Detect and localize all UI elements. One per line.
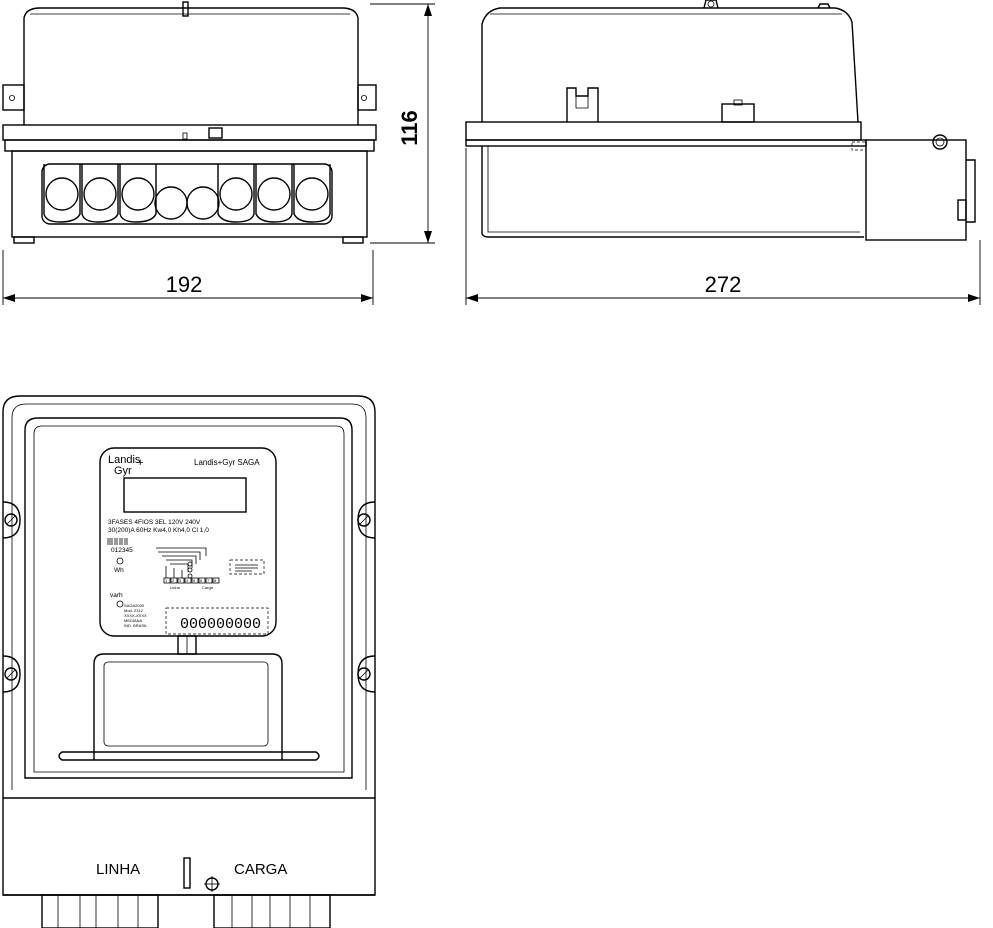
right-ear (357, 84, 377, 111)
front-face-view: Landis Gyr + Landis+Gyr SAGA 3FASES 4FIO… (2, 395, 376, 928)
info-line-5: IND. BRASIL (124, 623, 148, 628)
info-line-1: SAGA2000 (124, 603, 145, 608)
spec-line-2: 30(200)A 60Hz Kw4,0 Kh4,0 Cl 1,0 (108, 527, 209, 534)
diagram-terminal-7: 7 (207, 578, 210, 583)
serial-number: 000000000 (180, 616, 261, 633)
base-flange (2, 124, 377, 141)
info-sticker (229, 559, 265, 575)
mount-screws (2, 501, 376, 693)
diagram-terminal-8: 8 (214, 578, 217, 583)
left-ear (2, 84, 25, 111)
cover-slot (183, 857, 191, 889)
brand-plus: + (137, 457, 143, 469)
diagram-terminal-2: 2 (172, 578, 175, 583)
front-width-dimension: 192 (2, 250, 374, 305)
diagram-load-label: Carga (202, 585, 214, 590)
info-line-3: XXXX-XXXX (124, 613, 147, 618)
barcode (107, 538, 128, 545)
terminal-cover: LINHA CARGA (2, 798, 376, 928)
depth-dimension-label: 272 (705, 272, 742, 297)
load-terminal-label: CARGA (234, 861, 287, 878)
seal-post (182, 1, 189, 17)
serial-area (165, 607, 269, 635)
height-dimension: 116 (370, 3, 435, 244)
wh-label: Wh (114, 567, 124, 574)
diagram-terminal-6: 6 (200, 578, 203, 583)
height-dimension-label: 116 (397, 110, 422, 146)
nameplate: Landis Gyr + Landis+Gyr SAGA 3FASES 4FIO… (99, 447, 277, 637)
diagram-terminal-3: 3 (179, 578, 182, 583)
varh-led (116, 600, 124, 608)
brand-line1: Landis (108, 454, 141, 466)
varh-label: varh (110, 592, 123, 599)
wh-led (116, 557, 124, 565)
depth-dimension: 272 (465, 148, 981, 305)
cable-entry-block (41, 163, 333, 225)
side-elevation-view (465, 0, 976, 241)
meter-id: 012345 (111, 547, 133, 554)
cable-entries (43, 164, 331, 223)
lower-window (58, 653, 320, 761)
info-line-4: MEDIANA (124, 618, 143, 623)
brand-line2: Gyr (114, 465, 132, 477)
info-line-2: Mod. 2312 (124, 608, 144, 613)
model-name: Landis+Gyr SAGA (194, 458, 260, 467)
diagram-line-label: Linha (170, 585, 181, 590)
width-dimension-label: 192 (166, 272, 203, 297)
line-terminal-label: LINHA (96, 861, 140, 878)
diagram-terminal-5: 5 (193, 578, 196, 583)
spec-line-1: 3FASES 4FIOS 3EL 120V 240V (108, 519, 201, 526)
base-body (11, 150, 368, 238)
lcd-display (123, 477, 247, 513)
diagram-terminal-1: 1 (165, 578, 168, 583)
front-elevation-view (2, 1, 377, 244)
terminal-cover-side (865, 139, 967, 241)
wiring-diagram: 1 2 3 4 5 6 7 8 Linha Carga (156, 547, 220, 590)
diagram-terminal-4: 4 (186, 578, 189, 583)
